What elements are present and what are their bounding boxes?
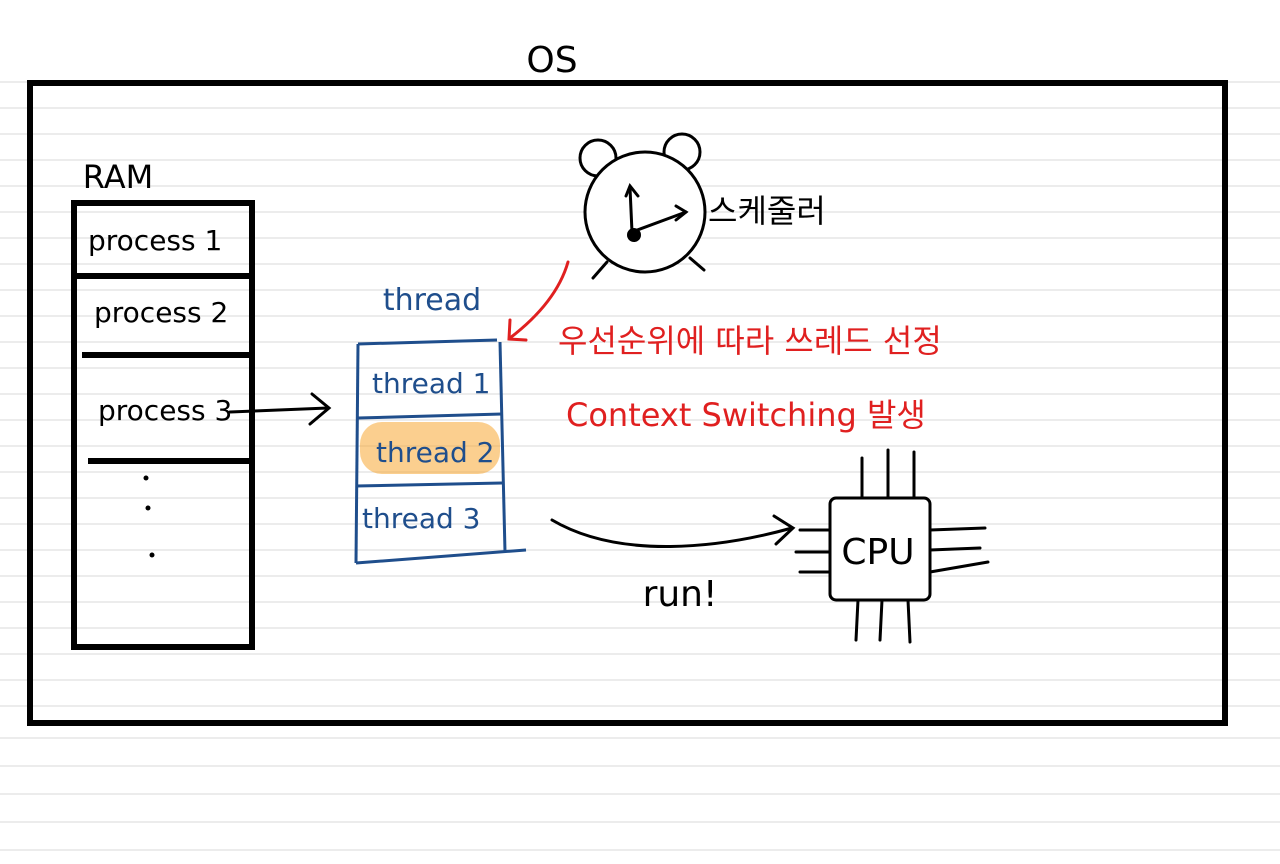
os-box — [27, 80, 1228, 726]
ram-label: RAM — [83, 158, 153, 196]
scheduler-label: 스케줄러 — [708, 192, 826, 230]
scheduler-arrow — [507, 260, 570, 342]
annotation-line-2: Context Switching 발생 — [566, 396, 926, 434]
process-2-label: process 2 — [94, 296, 228, 329]
ram-box — [71, 200, 255, 650]
cpu-chip-icon — [794, 448, 990, 644]
ram-ellipsis — [143, 475, 155, 558]
thread-3-label: thread 3 — [362, 502, 481, 535]
process-1-label: process 1 — [88, 224, 222, 257]
thread-box — [354, 338, 527, 565]
process-to-thread-arrow — [228, 392, 332, 426]
thread-group-label: thread — [383, 283, 481, 318]
thread-2-highlight — [360, 422, 500, 474]
process-3-label: process 3 — [98, 394, 232, 427]
run-label: run! — [643, 574, 718, 615]
alarm-clock-icon — [578, 132, 707, 280]
notebook-rules — [0, 81, 1280, 851]
annotation-line-1: 우선순위에 따라 쓰레드 선정 — [558, 322, 942, 360]
os-label: OS — [526, 40, 577, 81]
cpu-label: CPU — [841, 532, 914, 573]
clock-center-dot — [627, 228, 641, 242]
thread-to-cpu-arrow — [550, 514, 796, 548]
thread-1-label: thread 1 — [372, 367, 491, 400]
thread-2-label: thread 2 — [376, 436, 495, 469]
